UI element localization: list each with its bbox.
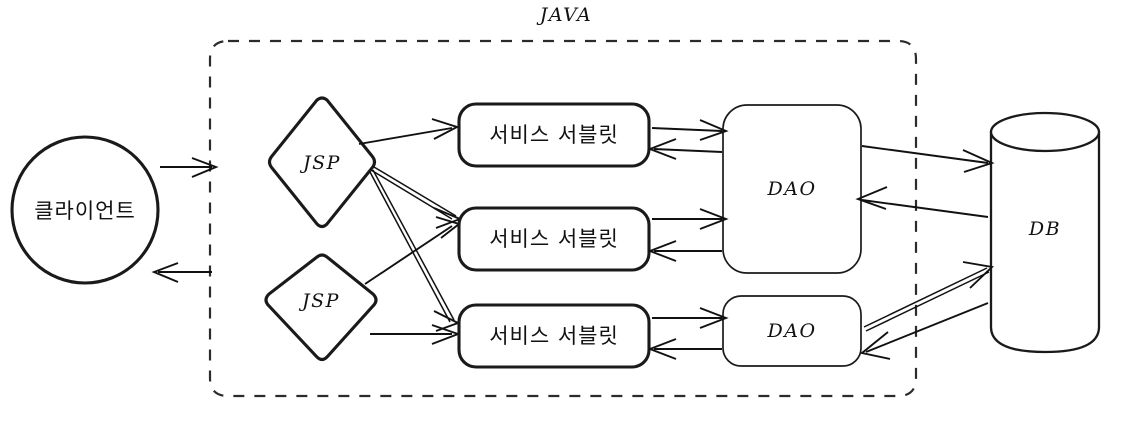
client-circle — [10, 135, 160, 285]
dao1-label: DAO — [766, 178, 816, 200]
node-dao-2[interactable]: DAO — [722, 295, 862, 367]
jsp2-label: JSP — [298, 290, 340, 312]
node-jsp-2[interactable]: JSP — [264, 253, 378, 362]
edge-java-to-client — [151, 262, 212, 283]
edge-dao2-to-servlet3 — [647, 338, 722, 360]
edge-dao1-to-db — [861, 145, 995, 173]
dao2-box — [722, 295, 862, 367]
node-jsp-1[interactable]: JSP — [267, 96, 377, 229]
client-label: 클라이언트 — [34, 199, 136, 223]
node-client[interactable]: 클라이언트 — [10, 135, 160, 285]
node-servlet-3[interactable]: 서비스 서블릿 — [457, 303, 651, 369]
edge-servlet2-to-dao1 — [652, 208, 729, 230]
edge-dao1-to-servlet1 — [647, 138, 723, 160]
edge-jsp1-to-servlet1 — [358, 118, 460, 145]
servlet3-label: 서비스 서블릿 — [489, 324, 619, 348]
node-db[interactable]: DB — [989, 111, 1101, 354]
db-label: DB — [1028, 218, 1061, 240]
servlet2-label: 서비스 서블릿 — [489, 227, 619, 251]
edge-servlet3-to-dao2 — [652, 307, 729, 329]
db-cylinder-body — [989, 130, 1101, 354]
node-servlet-2[interactable]: 서비스 서블릿 — [457, 206, 651, 272]
servlet3-box — [457, 303, 651, 369]
edge-servlet1-to-dao1 — [651, 119, 729, 141]
edge-dao1-to-servlet2 — [647, 240, 722, 262]
node-dao-1[interactable]: DAO — [722, 104, 862, 274]
dao1-box — [722, 104, 862, 274]
servlet1-box — [457, 102, 651, 168]
node-servlet-1[interactable]: 서비스 서블릿 — [457, 102, 651, 168]
edge-client-to-java — [160, 157, 219, 178]
java-boundary-title: JAVA — [536, 4, 593, 26]
jsp1-diamond — [267, 96, 377, 229]
jsp2-diamond — [264, 253, 378, 362]
edge-db-to-dao2 — [859, 302, 989, 360]
db-cylinder-top — [989, 111, 1101, 153]
edge-dao2-to-db — [863, 261, 995, 332]
servlet1-label: 서비스 서블릿 — [489, 123, 619, 147]
dao2-label: DAO — [766, 320, 816, 342]
edge-db-to-dao1 — [855, 186, 989, 218]
jsp1-label: JSP — [299, 152, 341, 174]
servlet2-box — [457, 206, 651, 272]
